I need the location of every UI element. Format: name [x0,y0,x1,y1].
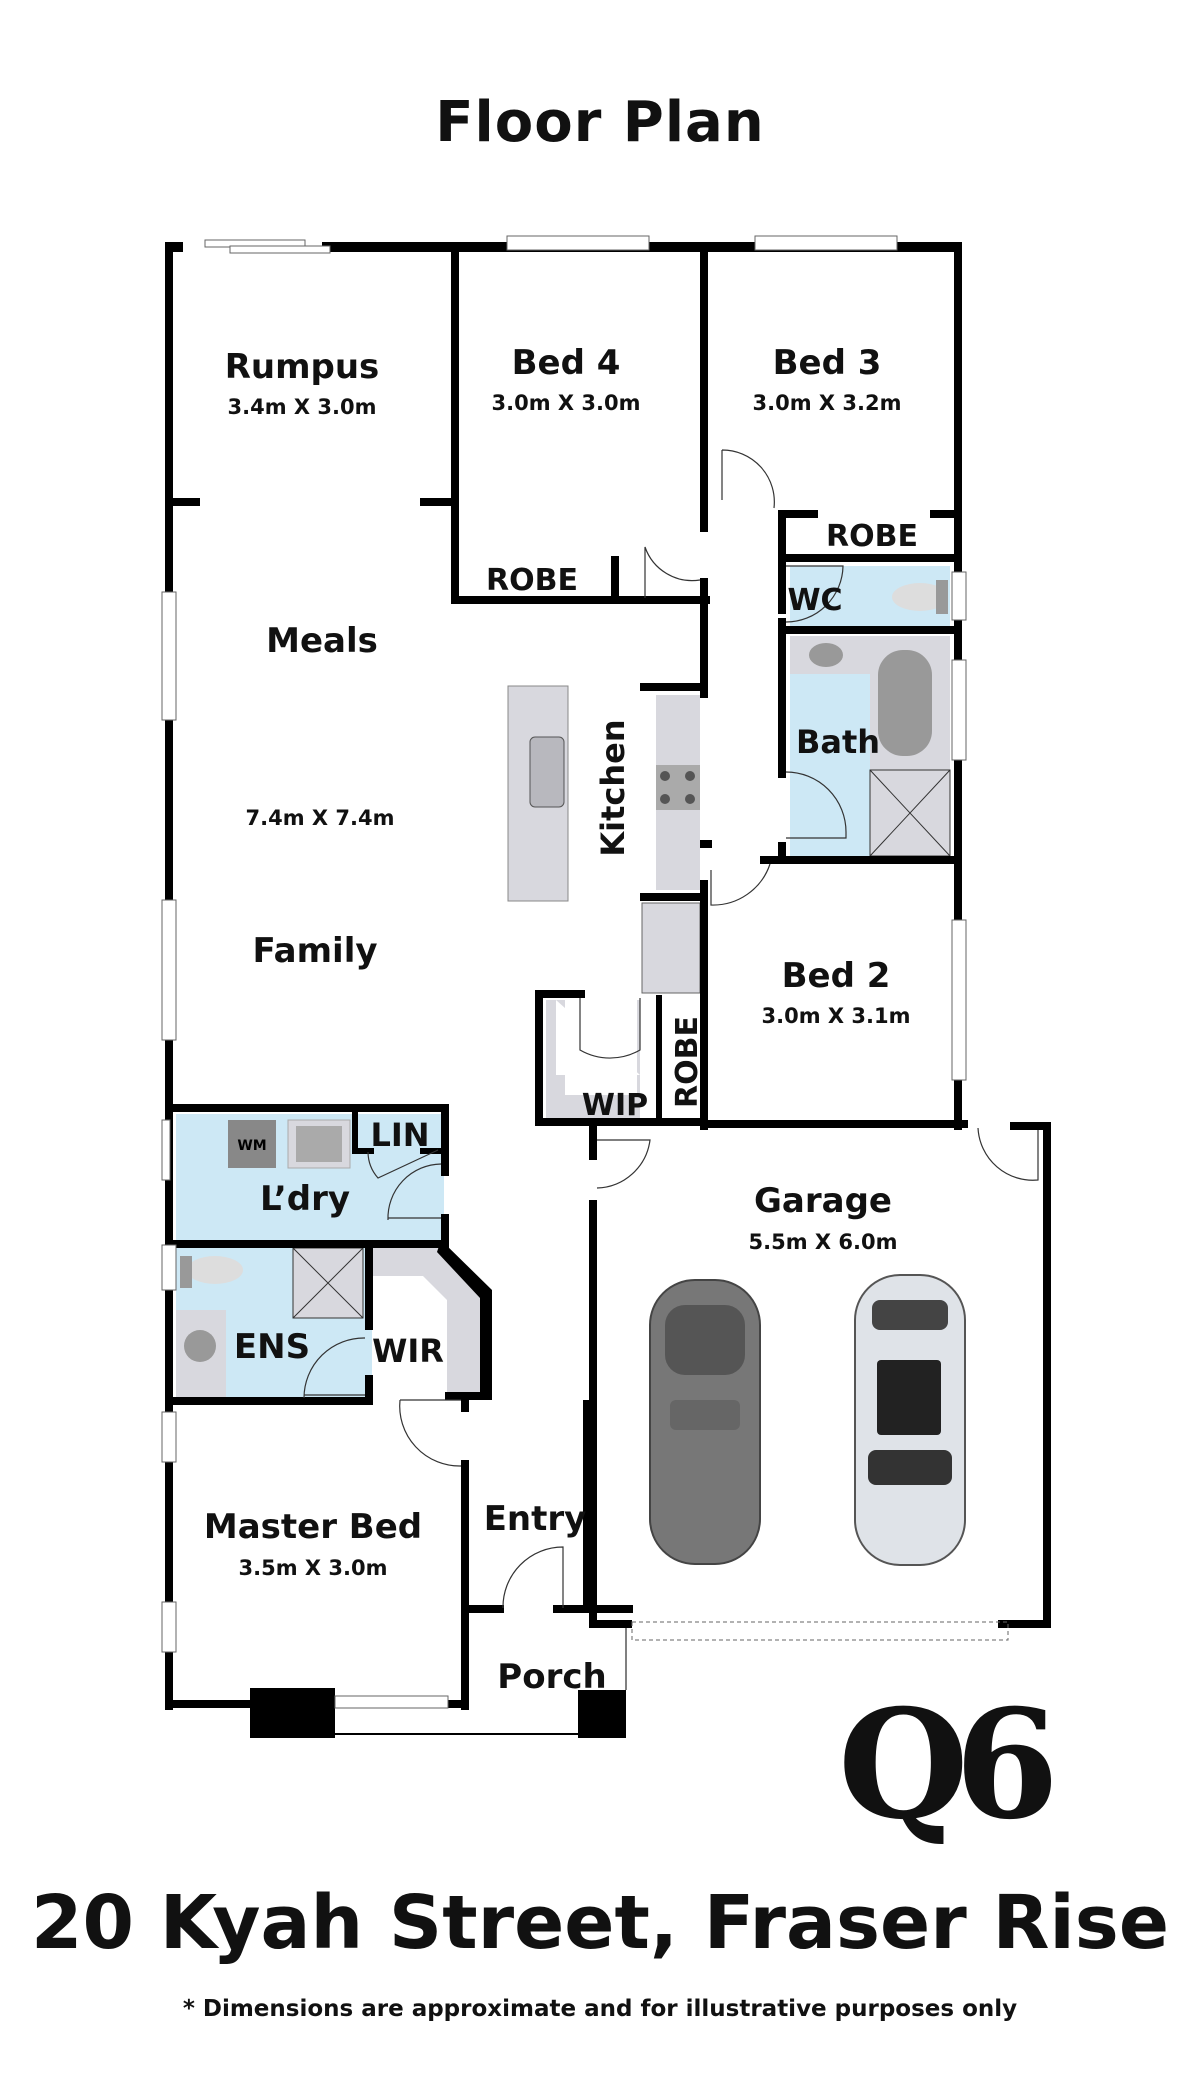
wc-label: WC [787,583,842,618]
bed4-robe-label: ROBE [486,563,578,598]
bed3-label: Bed 3 [773,343,882,383]
linen-label: LIN [370,1116,429,1154]
master-door [399,1399,462,1467]
garage-label: Garage [754,1181,892,1221]
entry-label: Entry [484,1499,587,1539]
garage-side-door [977,1127,1039,1181]
porch-label: Porch [497,1657,606,1697]
wir-label: WIR [372,1332,444,1370]
brand-logo: Q6 [838,1677,1059,1853]
ensuite-door [303,1337,366,1399]
rumpus-label: Rumpus [225,347,380,387]
disclaimer-note: * Dimensions are approximate and for ill… [182,1996,1018,2022]
kitchen-label: Kitchen [594,719,632,856]
property-address: 20 Kyah Street, Fraser Rise [30,1880,1170,1966]
bathtub-icon [878,650,932,756]
windows [161,235,1009,1735]
family-label: Family [252,931,377,971]
laundry-door [387,1163,442,1221]
fridge-space [641,902,701,994]
meals-label: Meals [266,621,378,661]
page-title: Floor Plan [435,90,765,155]
fixtures: WM [176,580,951,1400]
doors [303,449,1039,1609]
wip-inner [565,1000,637,1095]
master-bed-label: Master Bed [204,1507,422,1547]
wip-label: WIP [582,1088,648,1123]
bed2-label: Bed 2 [782,956,891,996]
cooktop-icon [656,765,700,810]
master-bed-dims: 3.5m X 3.0m [239,1556,388,1580]
garage-internal-door [596,1139,651,1189]
ensuite-toilet-icon [187,1256,243,1284]
living-dims: 7.4m X 7.4m [246,806,395,830]
wc-door [785,565,844,623]
entry-door [502,1546,564,1609]
ensuite-basin-icon [184,1330,216,1362]
laundry-label: L’dry [260,1179,350,1219]
bed3-dims: 3.0m X 3.2m [753,391,902,415]
wir-shelving [372,1248,484,1398]
bath-basin-icon [809,643,843,667]
wc-toilet-icon [892,583,948,611]
bed4-door [644,546,701,598]
bed3-door [721,449,775,509]
bed2-robe-label: ROBE [670,1016,705,1108]
washing-machine-icon [228,1120,276,1168]
wip-door [579,998,641,1059]
bed4-label: Bed 4 [512,343,621,383]
linen-door [367,1149,439,1179]
ensuite-label: ENS [234,1327,310,1367]
bed2-dims: 3.0m X 3.1m [762,1004,911,1028]
cars [649,1274,966,1566]
bed4-dims: 3.0m X 3.0m [492,391,641,415]
wm-label: WM [237,1138,266,1154]
island-sink-icon [529,736,565,808]
bed2-door [710,863,771,906]
garage-dims: 5.5m X 6.0m [749,1230,898,1254]
bath-door [785,771,847,839]
bed3-robe-label: ROBE [826,519,918,554]
bath-label: Bath [796,723,880,761]
rumpus-dims: 3.4m X 3.0m [228,395,377,419]
